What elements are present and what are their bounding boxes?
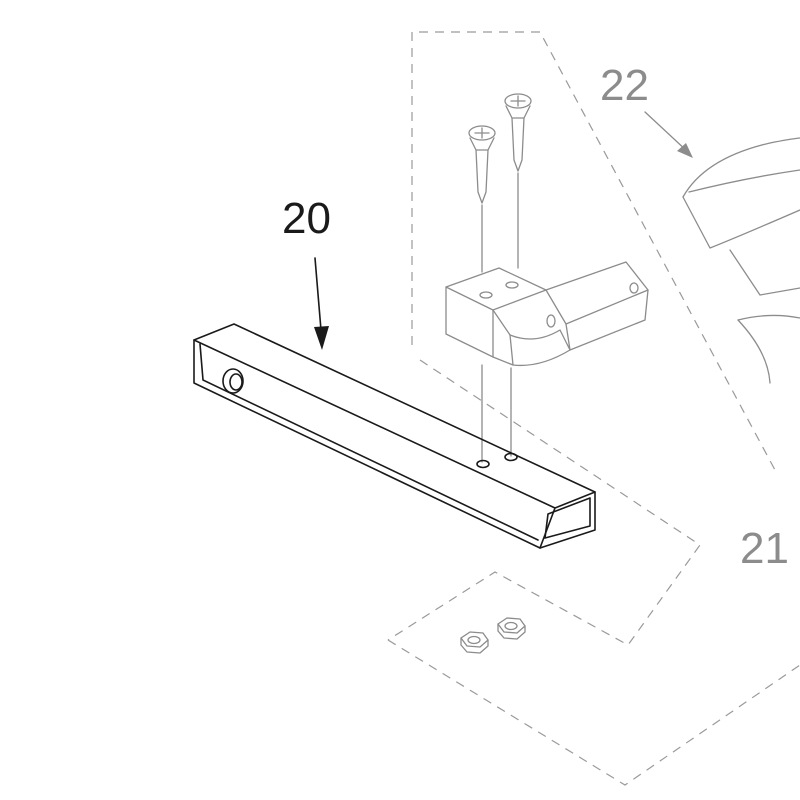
tube-side-hole [222, 368, 244, 394]
hex-nut-right [497, 617, 526, 640]
mounting-bracket [445, 261, 649, 367]
hex-nut-left [460, 631, 489, 654]
callout-part-21: 21 [740, 524, 789, 573]
callout-part-22: 22 [600, 61, 649, 110]
part-20-leader-arrow [314, 257, 329, 350]
screw-left [468, 125, 496, 273]
tube-top-hole-right [504, 452, 518, 462]
part-22-leader-arrow [644, 111, 693, 158]
part-20-square-tube [193, 323, 596, 549]
upper-group-boundary [411, 31, 776, 471]
part-22-drawing [682, 137, 800, 384]
callout-part-20: 20 [282, 194, 331, 243]
lower-group-boundary [387, 639, 800, 786]
assembly-alignment-lines [481, 364, 512, 463]
screw-right [504, 93, 532, 269]
tube-top-hole-left [476, 459, 490, 469]
dashed-group-boundaries [387, 31, 800, 786]
